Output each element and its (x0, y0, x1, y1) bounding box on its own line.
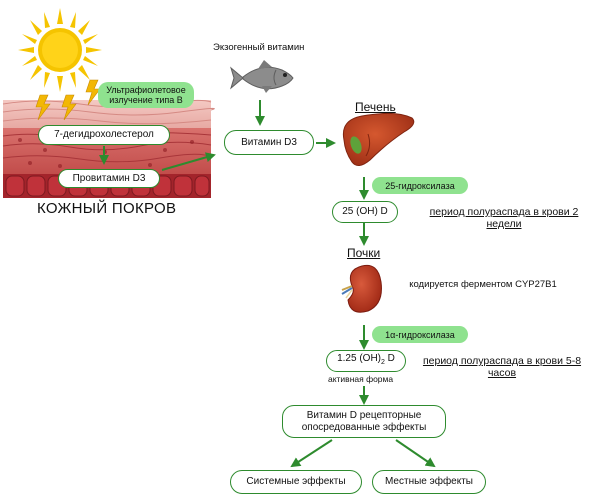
enzyme-1a-text: 1α-гидроксилаза (385, 329, 455, 340)
kidney-icon (341, 264, 382, 313)
vitamin-d3-text: Витамин D3 (241, 136, 297, 148)
active-form-sub: 2 (381, 359, 385, 366)
receptor-effects-text: Витамин D рецепторные опосредованные эфф… (301, 409, 427, 433)
provitamin-box: Провитамин D3 (58, 169, 160, 188)
hydroxy-25-box: 25 (OH) D (332, 201, 398, 223)
active-form-prefix: 1.25 (OH) (337, 353, 381, 364)
sun-icon (18, 8, 102, 92)
half-life-5-8-hours: период полураспада в крови 5-8 часов (422, 355, 582, 379)
active-form-caption: активная форма (328, 374, 394, 384)
flow-arrows (99, 100, 436, 468)
uv-radiation-label: Ультрафиолетовое излучение типа В (98, 82, 194, 108)
uv-radiation-text: Ультрафиолетовое излучение типа В (106, 85, 186, 105)
hydroxy-25-text: 25 (OH) D (342, 206, 388, 217)
cyp27b1-note: кодируется ферментом CYP27B1 (409, 279, 557, 290)
systemic-effects-text: Системные эффекты (246, 476, 346, 487)
active-form-suffix: D (384, 353, 395, 364)
liver-icon (342, 112, 415, 166)
enzyme-25-text: 25-гидроксилаза (385, 180, 455, 191)
skin-title: КОЖНЫЙ ПОКРОВ (37, 200, 177, 217)
provitamin-text: Провитамин D3 (72, 172, 146, 184)
enzyme-25-hydroxylase: 25-гидроксилаза (372, 177, 468, 194)
precursor-box: 7-дегидрохолестерол (38, 125, 170, 145)
exogenous-vitamin-label: Экзогенный витамин (213, 42, 305, 53)
receptor-effects-box: Витамин D рецепторные опосредованные эфф… (282, 405, 446, 438)
enzyme-1a-hydroxylase: 1α-гидроксилаза (372, 326, 468, 343)
fish-icon (230, 60, 294, 93)
half-life-2-weeks: период полураспада в крови 2 недели (429, 206, 579, 230)
vitamin-d3-box: Витамин D3 (224, 130, 314, 155)
precursor-text: 7-дегидрохолестерол (54, 129, 154, 140)
lightning-icon (35, 79, 101, 121)
local-effects-text: Местные эффекты (384, 476, 473, 487)
local-effects-box: Местные эффекты (372, 470, 486, 494)
liver-title: Печень (355, 100, 396, 114)
systemic-effects-box: Системные эффекты (230, 470, 362, 494)
kidneys-title: Почки (347, 246, 381, 260)
active-form-text: 1.25 (OH)2 D (337, 353, 395, 369)
active-form-box: 1.25 (OH)2 D (326, 350, 406, 372)
